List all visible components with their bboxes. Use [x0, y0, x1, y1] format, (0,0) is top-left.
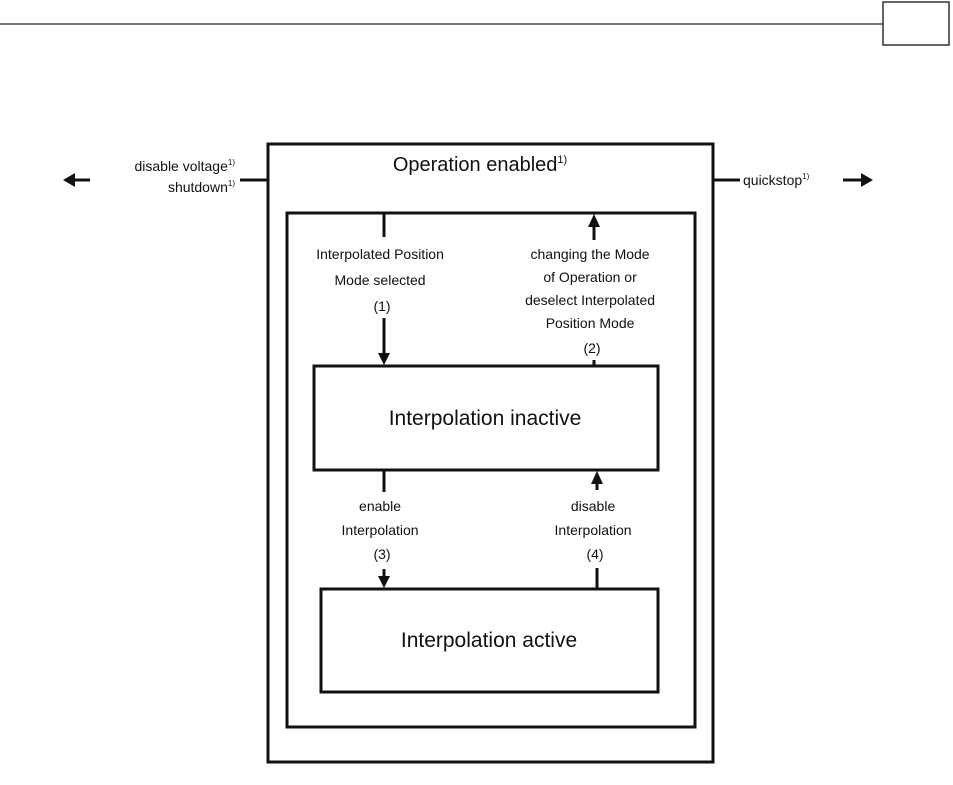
page-number-box: [882, 1, 950, 46]
disable-voltage-label: disable voltage1): [134, 158, 235, 174]
interpolation-inactive-label: Interpolation inactive: [389, 407, 582, 430]
quickstop-label: quickstop1): [743, 172, 810, 188]
transition-1-label: Interpolated Position Mode selected (1): [316, 246, 448, 314]
transition-2-label: changing the Mode of Operation or desele…: [525, 246, 659, 356]
operation-enabled-state: [266, 142, 715, 764]
interpolation-active-state: [319, 587, 660, 694]
interpolation-inactive-state: [312, 364, 660, 472]
interpolated-position-mode-region: [285, 211, 697, 729]
interpolation-active-label: Interpolation active: [401, 629, 577, 652]
transition-3-arrowhead: [378, 576, 390, 588]
operation-enabled-title: Operation enabled1): [393, 154, 567, 176]
transition-4-arrowhead: [591, 471, 603, 484]
transition-1-arrowhead: [378, 353, 390, 365]
transition-4-label: disable Interpolation (4): [555, 498, 636, 562]
left-exit-arrowhead: [63, 173, 75, 187]
transition-2-arrowhead: [588, 214, 600, 227]
shutdown-label: shutdown1): [168, 179, 235, 195]
transition-3-label: enable Interpolation (3): [342, 498, 423, 562]
right-exit-arrowhead: [861, 173, 873, 187]
